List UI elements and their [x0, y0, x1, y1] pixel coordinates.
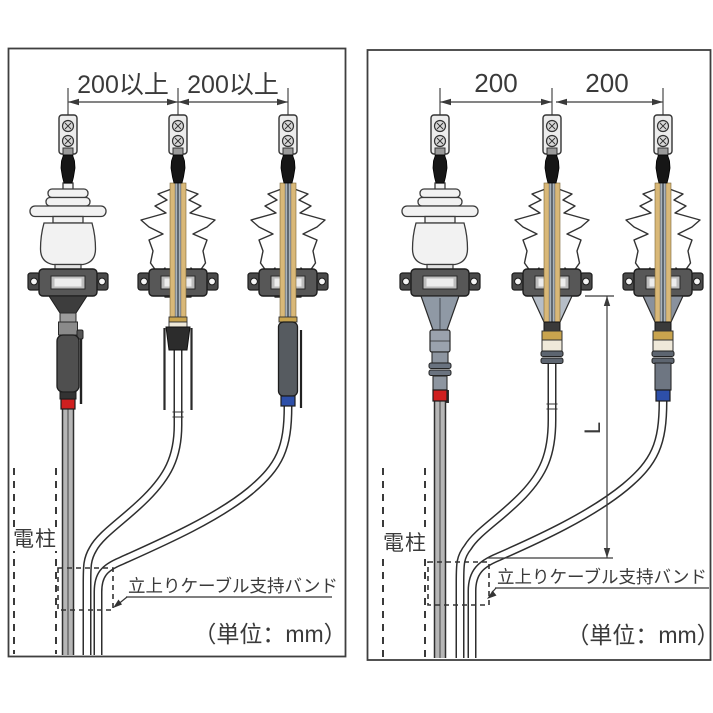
blue-phase-band	[280, 395, 296, 407]
left-support-band-box	[57, 567, 114, 611]
left-insulator-cutaway-2	[247, 87, 329, 408]
right-insulator-cutaway	[511, 87, 593, 364]
left-pole-label: 電柱	[13, 528, 57, 551]
left-support-band-label: 立上りケーブル支持バンド	[113, 576, 338, 608]
left-dim-label-2: 200以上	[187, 71, 279, 99]
right-dimension-annotation: 200 200	[439, 68, 664, 120]
left-utility-pole: 電柱	[11, 468, 59, 654]
svg-text:立上りケーブル支持バンド: 立上りケーブル支持バンド	[128, 576, 338, 596]
right-panel: 200 200 電柱	[366, 49, 713, 661]
right-unit-label: （単位：mm）	[566, 622, 713, 648]
right-dim-label-1: 200	[474, 68, 517, 98]
red-phase-band	[432, 389, 448, 402]
blue-phase-band	[655, 389, 671, 402]
left-panel: 200以上 200以上 電柱	[7, 47, 347, 658]
left-insulator-cutaway	[137, 87, 219, 410]
left-unit-label: （単位：mm）	[193, 621, 346, 647]
right-support-band-label: 立上りケーブル支持バンド	[487, 567, 709, 599]
left-insulator-solid	[27, 87, 109, 410]
red-phase-band	[60, 398, 76, 410]
left-dim-label-1: 200以上	[77, 71, 169, 99]
length-label: L	[580, 422, 605, 434]
right-dim-label-2: 200	[585, 68, 628, 98]
svg-text:立上りケーブル支持バンド: 立上りケーブル支持バンド	[497, 567, 707, 587]
right-insulator-solid	[399, 87, 481, 403]
right-cables	[433, 362, 668, 658]
left-cables	[61, 349, 293, 655]
right-insulator-cutaway-2	[622, 87, 704, 402]
length-dimension: L	[488, 295, 614, 559]
right-pole-label: 電柱	[383, 532, 427, 555]
right-support-band-box	[427, 561, 490, 606]
right-utility-pole: 電柱	[381, 468, 429, 658]
